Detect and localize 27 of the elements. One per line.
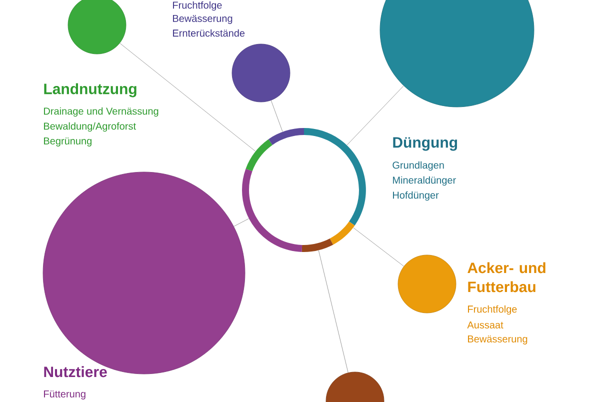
connector-line: [120, 42, 256, 152]
list-item: Hofdünger: [393, 191, 439, 201]
circle: [232, 44, 290, 102]
list-item: Mineraldünger: [393, 176, 456, 186]
connector-line: [234, 218, 250, 227]
list-item: Bewaldung/Agroforst: [44, 122, 136, 132]
heading: Düngung: [393, 137, 457, 151]
list-item: Grundlagen: [392, 161, 444, 171]
list-item: Ernterückstände: [173, 29, 245, 37]
list-item: Fruchtfolge: [468, 305, 517, 315]
list-item: Fütterung: [44, 390, 86, 400]
list-item: Aussaat: [467, 322, 504, 328]
heading: Landnutzung: [44, 83, 136, 98]
list-item: Bewässerung: [173, 15, 232, 24]
list-item: Drainage und Vernässung: [44, 107, 158, 117]
ring-drawing: [242, 128, 366, 252]
connector-line: [346, 86, 404, 146]
list-item: Fruchtfolge: [173, 1, 222, 11]
circle: [326, 372, 384, 402]
connector-line: [353, 228, 404, 266]
circle: [398, 254, 456, 314]
list-item: Begrünung: [44, 138, 92, 146]
connector-line: [318, 250, 348, 373]
connector-line: [270, 100, 283, 132]
list-item: Bewässerung: [468, 336, 528, 344]
heading: Nutztiere: [44, 366, 107, 378]
heading: Acker- und Futterbau: [468, 262, 546, 292]
